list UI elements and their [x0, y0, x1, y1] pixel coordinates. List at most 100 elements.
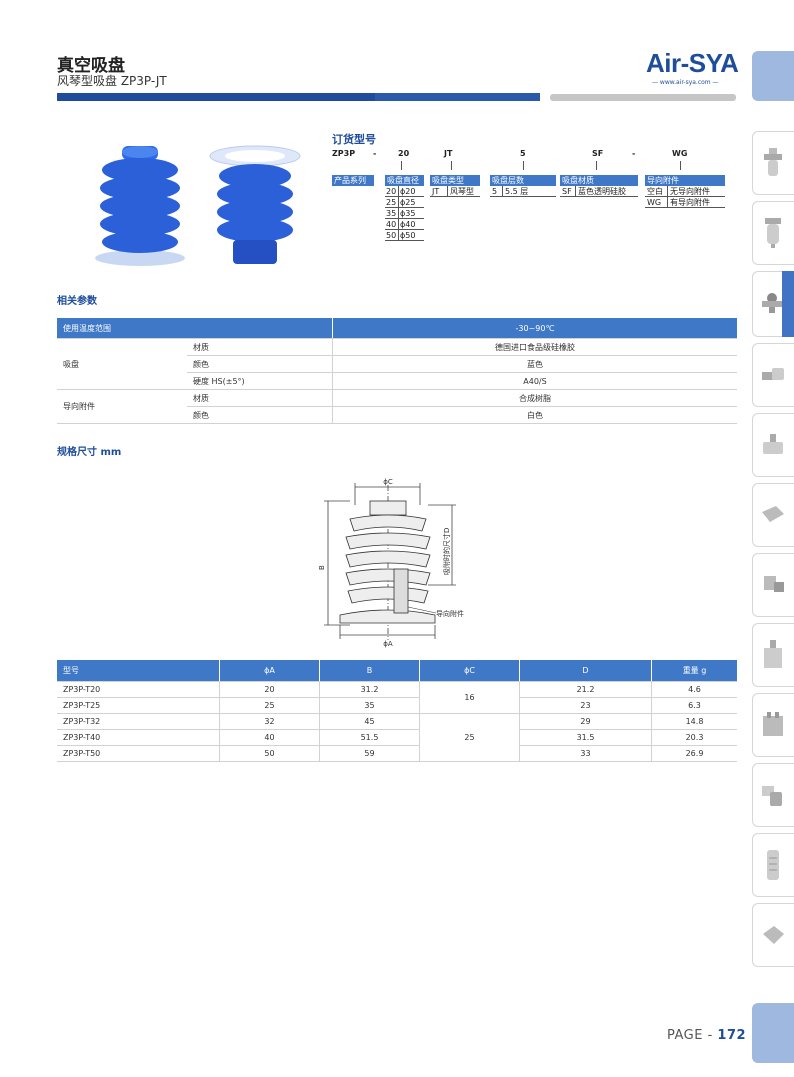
manifold-icon	[763, 712, 783, 736]
table-header-cell: 型号	[57, 660, 220, 682]
brand-url: — www.air-sya.com —	[652, 79, 719, 86]
connector-line	[401, 161, 402, 170]
connector-line	[680, 161, 681, 170]
table-header-cell: 使用温度范围	[57, 318, 333, 339]
table-cell: 50	[219, 745, 320, 762]
table-row: ZP3P-T50 50 59 33 26.9	[57, 745, 737, 762]
filter-icon	[765, 218, 781, 248]
side-tab-sensor[interactable]	[752, 623, 794, 687]
table-cell: 35	[319, 697, 420, 714]
product-photo-top	[209, 145, 301, 264]
product-photo-side	[95, 146, 185, 266]
side-tab-filter[interactable]	[752, 201, 794, 265]
order-code-diameter: 20	[398, 149, 410, 158]
table-cell: 25	[219, 697, 320, 714]
table-cell: 硬度 HS(±5°)	[187, 372, 333, 390]
table-cell: ZP3P-T25	[57, 697, 220, 714]
side-tab-cylinder[interactable]	[752, 483, 794, 547]
label-b: B	[318, 565, 326, 570]
label-guide: 导向附件	[436, 609, 464, 618]
table-cell: 32	[219, 713, 320, 730]
connector-icon	[763, 926, 784, 944]
connector-line	[596, 161, 597, 170]
dims-table: 型号 ϕA B ϕC D 重量 g ZP3P-T20 20 31.2 16 21…	[57, 660, 737, 762]
side-tab-top[interactable]	[752, 51, 794, 101]
table-cell: 4.6	[651, 681, 737, 698]
fitting-icon	[762, 368, 784, 380]
order-code-attachment: WG	[672, 149, 688, 158]
table-cell: 颜色	[187, 355, 333, 373]
table-cell: 蓝色	[332, 355, 737, 373]
table-cell: 20	[219, 681, 320, 698]
table-cell: ZP3P-T40	[57, 729, 220, 746]
table-cell: ZP3P-T32	[57, 713, 220, 730]
order-head-diameter: 吸盘直径	[385, 175, 424, 186]
table-header-cell: -30~90℃	[332, 318, 737, 339]
label-d: 吸附时的尺寸D	[442, 528, 451, 575]
order-head-layers: 吸盘层数	[490, 175, 556, 186]
table-cell: 德国进口食品级硅橡胶	[332, 338, 737, 356]
side-tab-connector[interactable]	[752, 903, 794, 967]
page-number: PAGE - 172	[667, 1028, 746, 1043]
header-bar-blue	[57, 93, 540, 101]
table-cell: 59	[319, 745, 420, 762]
table-cell: 26.9	[651, 745, 737, 762]
table-row: 颜色 白色	[57, 406, 737, 424]
table-row: ZP3P-T20 20 31.2 16 21.2 4.6	[57, 681, 737, 714]
table-header-cell: D	[519, 660, 652, 682]
params-title: 相关参数	[57, 296, 97, 307]
table-cell: 33	[519, 745, 652, 762]
brand-logo: Air-SYA	[646, 48, 739, 78]
table-cell: 21.2	[519, 681, 652, 698]
table-cell: 45	[319, 713, 420, 730]
table-header-cell: ϕA	[219, 660, 320, 682]
muffler-icon	[767, 850, 779, 880]
table-header-row: 使用温度范围 -30~90℃	[57, 318, 737, 339]
header-bar-blue-accent	[375, 93, 540, 101]
table-cell: 16	[419, 681, 520, 714]
table-cell: 31.5	[519, 729, 652, 746]
side-tab-valve[interactable]	[752, 413, 794, 477]
table-cell: 25	[419, 713, 520, 762]
order-code-dash: -	[373, 149, 377, 158]
table-cell-group: 导向附件	[57, 389, 187, 424]
cylinder-icon	[762, 506, 784, 522]
side-tab-active-marker	[782, 271, 794, 337]
order-code-layers: 5	[520, 149, 526, 158]
table-header-cell: 重量 g	[651, 660, 737, 682]
table-cell: 材质	[187, 338, 333, 356]
table-cell: 29	[519, 713, 652, 730]
order-code-title: 订货型号	[332, 133, 376, 146]
vacuum-component-icon	[762, 293, 782, 313]
dimension-drawing: ϕC ϕA B 吸附时的尺寸D 导向附件	[318, 478, 464, 648]
elbow-fitting-icon	[762, 786, 782, 806]
side-tab-manifold[interactable]	[752, 693, 794, 757]
label-phi-c: ϕC	[383, 478, 393, 486]
side-tab-fitting[interactable]	[752, 343, 794, 407]
table-cell-group: 吸盘	[57, 338, 187, 390]
page-subtitle: 风琴型吸盘 ZP3P-JT	[57, 74, 167, 88]
connector-line	[523, 161, 524, 170]
side-tab-muffler[interactable]	[752, 833, 794, 897]
dims-title: 规格尺寸 mm	[57, 447, 122, 458]
table-cell: 20.3	[651, 729, 737, 746]
side-tab-elbow[interactable]	[752, 763, 794, 827]
side-tab-solenoid[interactable]	[752, 553, 794, 617]
solenoid-icon	[764, 576, 784, 592]
order-head-material: 吸盘材质	[560, 175, 638, 186]
order-head-type: 吸盘类型	[430, 175, 480, 186]
table-row: ZP3P-T25 25 35 23 6.3	[57, 697, 737, 714]
side-tab-bottom[interactable]	[752, 1003, 794, 1063]
order-code-type: JT	[444, 149, 453, 158]
connector-line	[451, 161, 452, 170]
filter-regulator-icon	[764, 148, 782, 176]
side-tab-filter-regulator[interactable]	[752, 131, 794, 195]
